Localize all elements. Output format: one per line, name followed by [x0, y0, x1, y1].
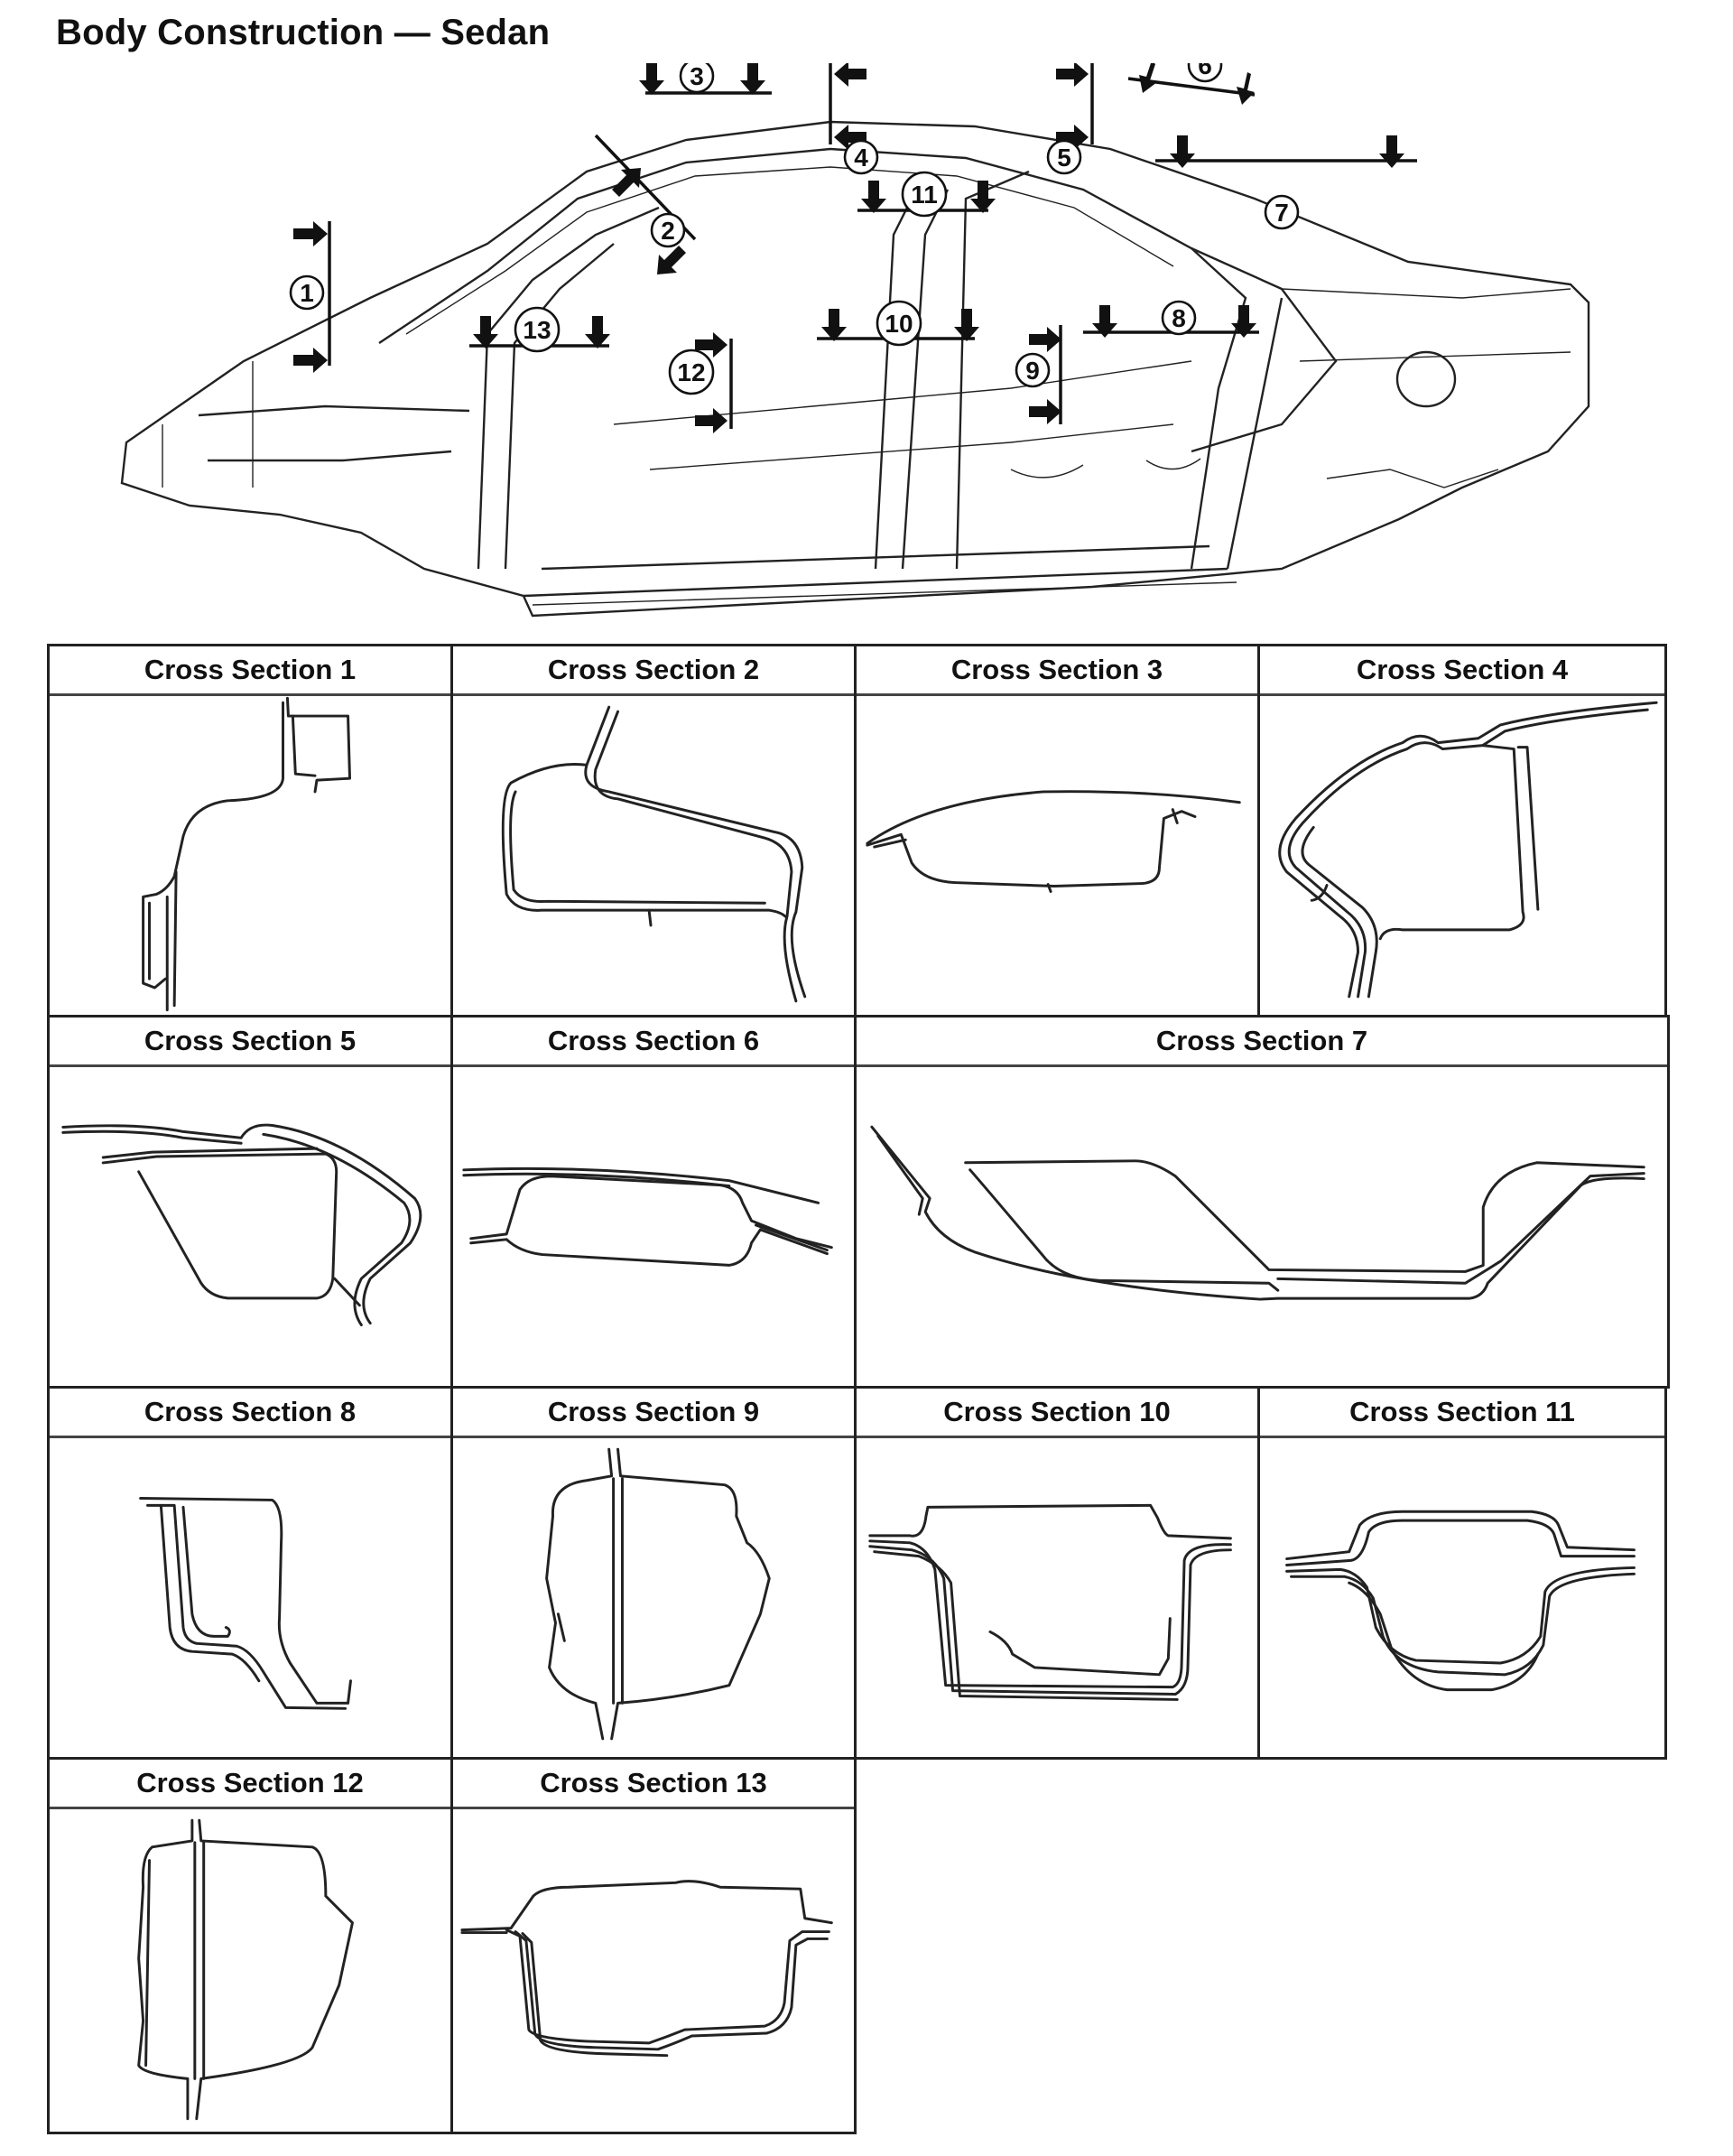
cross-section-8-title: Cross Section 8 [50, 1389, 450, 1438]
cross-section-13-drawing [460, 1880, 833, 2058]
arrow-right-icon [1029, 399, 1061, 424]
arrow-right-icon [1029, 327, 1061, 352]
cross-section-9-title: Cross Section 9 [453, 1389, 854, 1438]
arrow-down-icon [1139, 63, 1157, 93]
cross-section-13-title: Cross Section 13 [453, 1760, 854, 1809]
cross-section-12-title: Cross Section 12 [50, 1760, 450, 1809]
arrow-down-icon [821, 309, 847, 341]
cross-section-9-panel: Cross Section 9 [450, 1386, 857, 1760]
marker-3-label: 3 [690, 63, 704, 90]
marker-4 [843, 139, 879, 175]
marker-9-label: 9 [1025, 357, 1040, 385]
marker-5-label: 5 [1057, 144, 1071, 172]
arrow-down-icon [861, 181, 886, 213]
page-title: Body Construction — Sedan [56, 13, 551, 52]
marker-3 [679, 63, 715, 94]
section-cut-lines [328, 63, 1417, 429]
marker-13-label: 13 [523, 316, 551, 344]
marker-10 [876, 300, 922, 347]
arrow-left-icon [834, 125, 866, 150]
cross-section-1-drawing [142, 696, 351, 1012]
sedan-body-overview: 1 2 3 4 5 6 7 8 9 10 11 12 13 [120, 63, 1590, 618]
arrow-down-icon [1170, 135, 1195, 168]
marker-10-label: 10 [885, 310, 913, 338]
cross-section-6-drawing [462, 1166, 833, 1267]
arrow-down-icon [740, 63, 765, 95]
arrow-right-icon [1056, 125, 1089, 150]
marker-1 [289, 274, 325, 311]
cross-section-10-drawing [868, 1503, 1232, 1701]
arrow-right-icon [293, 348, 328, 373]
arrow-right-icon [293, 221, 328, 246]
marker-8 [1161, 300, 1197, 336]
arrow-down-icon [1237, 72, 1255, 105]
marker-13 [514, 306, 561, 353]
marker-1-label: 1 [300, 279, 314, 307]
cross-section-3-drawing [866, 790, 1241, 893]
cross-section-1-panel: Cross Section 1 [47, 644, 453, 1018]
arrow-diagonal-icon [657, 246, 686, 274]
marker-7 [1264, 194, 1300, 230]
arrow-right-icon [1056, 63, 1089, 87]
arrow-down-icon [1092, 305, 1117, 338]
cross-section-4-drawing [1278, 701, 1658, 999]
marker-2-label: 2 [661, 217, 675, 245]
marker-7-label: 7 [1274, 199, 1289, 227]
direction-arrows [293, 63, 1404, 433]
marker-9 [1015, 352, 1051, 388]
cross-section-5-title: Cross Section 5 [50, 1018, 450, 1067]
cross-section-4-title: Cross Section 4 [1260, 646, 1664, 696]
arrow-down-icon [1379, 135, 1404, 168]
cross-section-9-drawing [545, 1447, 771, 1741]
arrow-right-icon [695, 332, 727, 358]
arrow-down-icon [639, 63, 664, 95]
arrow-diagonal-icon [612, 168, 641, 197]
marker-2 [650, 212, 686, 248]
marker-5 [1046, 139, 1082, 175]
cross-section-6-panel: Cross Section 6 [450, 1015, 857, 1389]
cross-section-7-drawing [870, 1125, 1645, 1301]
cross-section-8-drawing [139, 1496, 352, 1710]
cross-section-3-panel: Cross Section 3 [854, 644, 1260, 1018]
cross-section-5-drawing [61, 1123, 422, 1326]
cross-section-2-title: Cross Section 2 [453, 646, 854, 696]
cross-section-6-title: Cross Section 6 [453, 1018, 854, 1067]
cross-section-11-title: Cross Section 11 [1260, 1389, 1664, 1438]
marker-6 [1187, 63, 1223, 83]
cross-section-12-drawing [137, 1818, 354, 2121]
cross-section-12-panel: Cross Section 12 [47, 1757, 453, 2134]
cross-section-3-title: Cross Section 3 [857, 646, 1257, 696]
cross-section-2-drawing [501, 705, 807, 1003]
marker-8-label: 8 [1172, 304, 1186, 332]
marker-11 [901, 171, 948, 218]
marker-12 [668, 348, 715, 395]
cross-section-13-panel: Cross Section 13 [450, 1757, 857, 2134]
body-outline [120, 120, 1590, 618]
cross-section-1-title: Cross Section 1 [50, 646, 450, 696]
arrow-right-icon [695, 408, 727, 433]
section-markers: 1 2 3 4 5 6 7 8 9 10 11 12 13 [289, 63, 1300, 395]
arrow-down-icon [1231, 305, 1256, 338]
marker-6-label: 6 [1198, 63, 1212, 79]
arrow-down-icon [585, 316, 610, 348]
cross-section-7-panel: Cross Section 7 [854, 1015, 1670, 1389]
cross-section-8-panel: Cross Section 8 [47, 1386, 453, 1760]
cross-section-11-panel: Cross Section 11 [1257, 1386, 1667, 1760]
cross-section-7-title: Cross Section 7 [857, 1018, 1667, 1067]
cross-section-11-drawing [1285, 1510, 1636, 1692]
cross-section-4-panel: Cross Section 4 [1257, 644, 1667, 1018]
marker-12-label: 12 [677, 358, 705, 386]
arrow-left-icon [834, 63, 866, 87]
arrow-down-icon [473, 316, 498, 348]
marker-4-label: 4 [854, 144, 868, 172]
cross-section-2-panel: Cross Section 2 [450, 644, 857, 1018]
cross-section-10-title: Cross Section 10 [857, 1389, 1257, 1438]
marker-11-label: 11 [911, 181, 938, 209]
cross-section-5-panel: Cross Section 5 [47, 1015, 453, 1389]
cross-section-10-panel: Cross Section 10 [854, 1386, 1260, 1760]
arrow-down-icon [954, 309, 979, 341]
arrow-down-icon [970, 181, 996, 213]
